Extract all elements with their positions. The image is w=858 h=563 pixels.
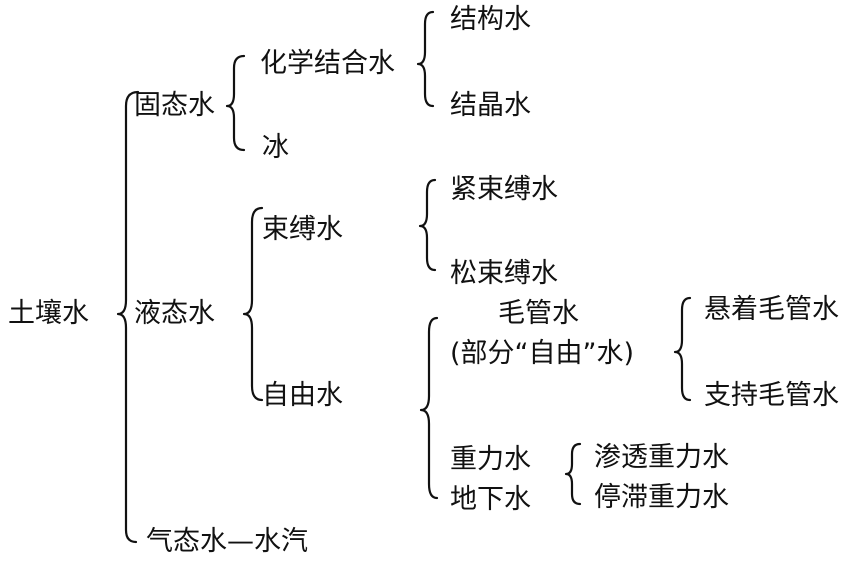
label-suspended-capillary-water: 悬着毛管水 bbox=[704, 294, 839, 325]
label-chemically-bound-water: 化学结合水 bbox=[260, 48, 395, 79]
label-capillary-water: 毛管水 bbox=[498, 298, 579, 329]
label-ice: 冰 bbox=[262, 132, 289, 163]
bracket-root bbox=[116, 90, 140, 544]
label-free-water: 自由水 bbox=[262, 380, 343, 411]
label-percolating-gravity-water: 渗透重力水 bbox=[594, 442, 729, 473]
bracket-liquid bbox=[242, 206, 264, 402]
bracket-gravity bbox=[564, 442, 582, 506]
label-soil-water: 土壤水 bbox=[8, 298, 89, 329]
bracket-solid bbox=[225, 54, 246, 152]
label-liquid-water: 液态水 bbox=[134, 298, 215, 329]
bracket-free bbox=[419, 316, 439, 500]
label-gravity-water: 重力水 bbox=[450, 444, 531, 475]
label-supported-capillary-water: 支持毛管水 bbox=[704, 380, 839, 411]
label-structural-water: 结构水 bbox=[450, 4, 531, 35]
label-tightly-bound-water: 紧束缚水 bbox=[450, 174, 558, 205]
bracket-bound bbox=[418, 178, 437, 272]
label-bound-water: 束缚水 bbox=[262, 214, 343, 245]
label-loosely-bound-water: 松束缚水 bbox=[450, 258, 558, 289]
bracket-capillary bbox=[673, 296, 692, 402]
label-solid-water: 固态水 bbox=[134, 90, 215, 121]
label-capillary-note: (部分“自由”水) bbox=[450, 338, 635, 369]
label-gaseous-water: 气态水—水汽 bbox=[146, 526, 308, 557]
label-stagnant-gravity-water: 停滞重力水 bbox=[594, 482, 729, 513]
bracket-chemical bbox=[416, 10, 435, 108]
label-groundwater: 地下水 bbox=[450, 484, 531, 515]
label-crystal-water: 结晶水 bbox=[450, 90, 531, 121]
